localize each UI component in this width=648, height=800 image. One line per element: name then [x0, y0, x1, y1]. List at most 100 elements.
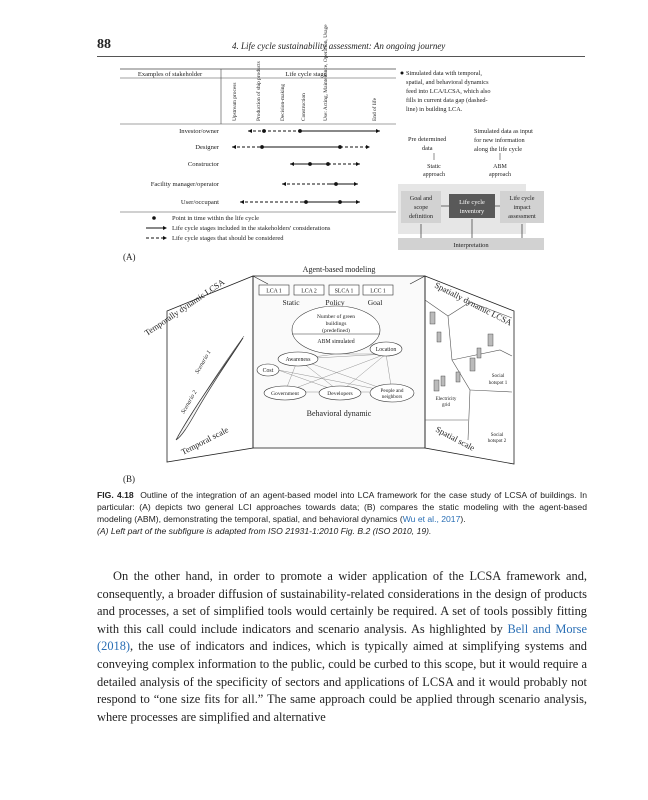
stage-label: Decision-making: [280, 84, 286, 121]
arrow-left-icon: [232, 145, 236, 149]
temporal-scale: Temporal scale: [179, 424, 230, 456]
figure-caption: FIG. 4.18 Outline of the integration of …: [97, 489, 587, 537]
body-text-part1: On the other hand, in order to promote a…: [97, 569, 587, 636]
caption-ref-link[interactable]: Wu et al., 2017: [402, 514, 461, 524]
legend-considered: Life cycle stages that should be conside…: [172, 235, 284, 242]
behavioral-dynamic: Behavioral dynamic: [307, 409, 372, 418]
stakeholder-label: User/occupant: [181, 199, 219, 206]
arrow-right-icon: [356, 200, 360, 204]
time-point-icon: [260, 145, 264, 149]
stakeholder-rows: Investor/ownerDesignerConstructorFacilit…: [151, 128, 380, 206]
time-point-icon: [338, 200, 342, 204]
temporal-title: Temporally dynamic LCSA: [143, 276, 227, 338]
spatial-panel: [424, 275, 515, 465]
map-lines: [424, 299, 513, 441]
stakeholder-label: Investor/owner: [179, 128, 220, 135]
stage-label: Upstream process: [232, 83, 238, 121]
scenario-1: Scenario 1: [195, 350, 213, 375]
lca-box: LCC 1: [362, 284, 394, 296]
table-header-stage: Life cycle stage: [285, 71, 326, 78]
inventory-box: [449, 194, 495, 218]
simulated-input: Simulated data as input for new informat…: [474, 128, 535, 153]
node-developers: Developers: [327, 391, 352, 397]
body-text: On the other hand, in order to promote a…: [97, 568, 587, 726]
building-icons: [429, 311, 494, 392]
goal-scope-box: [401, 191, 441, 223]
body-paragraph: On the other hand, in order to promote a…: [97, 568, 587, 726]
time-point-icon: [308, 162, 312, 166]
caption-end: ).: [460, 514, 466, 524]
stage-labels: Upstream process Production of ship produ…: [232, 24, 378, 121]
lca-box: LCA 2: [293, 284, 325, 296]
node-government: Government: [271, 391, 299, 397]
lca-box: SLCA 1: [328, 284, 360, 296]
stakeholder-row: Constructor: [188, 161, 360, 168]
dim-static: Static: [282, 298, 300, 307]
flow-bullet-icon: [400, 71, 404, 75]
lca-box-label: LCC 1: [370, 289, 386, 295]
impact-box: [500, 191, 544, 223]
legend-point: Point in time within the life cycle: [172, 215, 259, 222]
time-point-icon: [334, 182, 338, 186]
dim-goal: Goal: [368, 298, 383, 307]
temporal-panel: [166, 275, 254, 463]
node-cost: Cost: [263, 368, 274, 374]
interpretation-box: [398, 238, 544, 250]
legend-dot-icon: [152, 216, 156, 220]
figure-4-18: Examples of stakeholder Life cycle stage…: [120, 24, 544, 484]
lca-box-label: LCA 1: [266, 289, 282, 295]
stakeholder-label: Constructor: [188, 161, 220, 168]
arrow-left-icon: [248, 129, 252, 133]
lca-flow: Simulated data with temporal, spatial, a…: [398, 70, 544, 250]
node-location: Location: [376, 347, 397, 353]
arrow-right-icon: [354, 182, 358, 186]
panel-a-label: (A): [123, 252, 136, 262]
node-awareness: Awareness: [286, 357, 312, 363]
figure-number: FIG. 4.18: [97, 490, 134, 500]
spatial-scale: Spatial scale: [434, 424, 477, 453]
dim-policy: Policy: [325, 298, 344, 307]
time-point-icon: [262, 129, 266, 133]
stakeholder-row: Investor/owner: [179, 128, 380, 135]
stakeholder-label: Facility manager/operator: [151, 181, 220, 188]
arrow-right-icon: [356, 162, 360, 166]
table-legend: Point in time within the life cycle Life…: [146, 215, 331, 242]
spatial-title: Spatially dynamic LCSA: [433, 280, 514, 328]
arrow-right-icon: [376, 129, 380, 133]
arrow-right-icon: [366, 145, 370, 149]
stakeholder-table: Examples of stakeholder Life cycle stage…: [120, 24, 396, 242]
stage-label: Production of ship products: [255, 61, 262, 121]
lca-boxes: LCA 1 LCA 2 SLCA 1 LCC 1: [258, 284, 394, 296]
time-point-icon: [326, 162, 330, 166]
panel-b-label: (B): [123, 474, 135, 484]
arrow-left-icon: [282, 182, 286, 186]
table-header-stakeholder: Examples of stakeholder: [138, 71, 203, 78]
stakeholder-row: User/occupant: [181, 199, 360, 206]
stage-label: Construction: [301, 93, 307, 121]
stage-label: End of life: [371, 97, 378, 121]
time-point-icon: [298, 129, 302, 133]
time-point-icon: [304, 200, 308, 204]
legend-included: Life cycle stages included in the stakeh…: [172, 225, 331, 232]
lca-box-label: LCA 2: [301, 289, 317, 295]
header-rule: [97, 56, 585, 57]
arrow-left-icon: [240, 200, 244, 204]
body-text-part2: , the use of indicators and indices, whi…: [97, 639, 587, 724]
arrow-left-icon: [290, 162, 294, 166]
stakeholder-row: Facility manager/operator: [151, 181, 358, 188]
abm-title: Agent-based modeling: [303, 265, 376, 274]
stakeholder-row: Designer: [195, 144, 370, 151]
running-head: 4. Life cycle sustainability assessment:…: [232, 41, 446, 51]
panel-b: Agent-based modeling LCA 1 LCA 2 SLCA 1 LCC…: [143, 265, 515, 465]
page-number: 88: [97, 37, 111, 52]
body-ref-link[interactable]: Bell and Morse (2018): [97, 621, 587, 654]
